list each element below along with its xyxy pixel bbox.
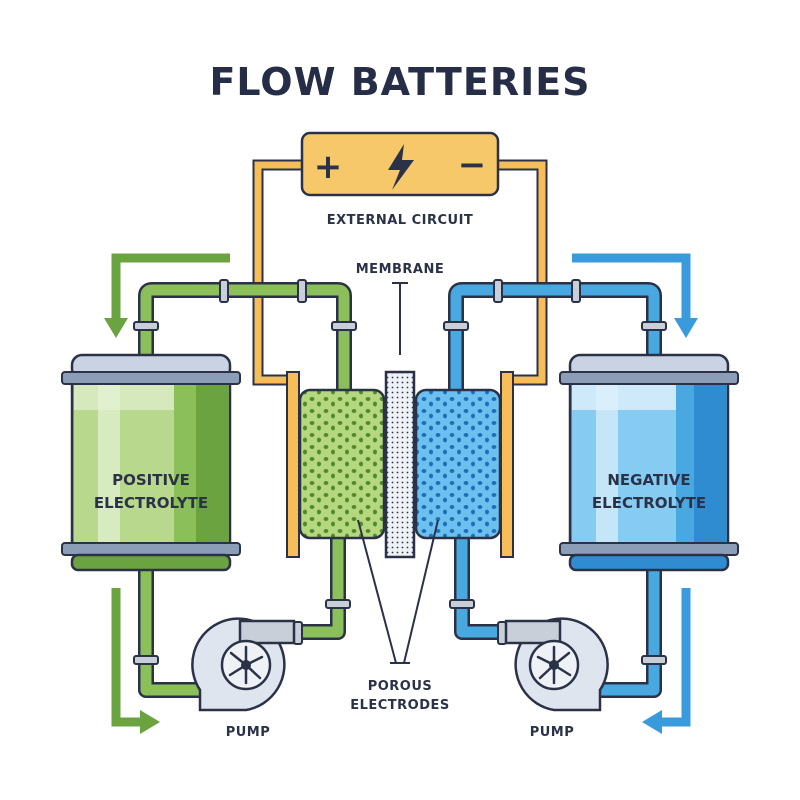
porous-electrodes-label-line1: POROUS xyxy=(368,679,433,694)
battery-plus-sign: + xyxy=(314,147,343,187)
external-circuit-wires xyxy=(252,159,548,386)
negative-pipes xyxy=(448,282,662,698)
positive-electrolyte-label-line1: POSITIVE xyxy=(112,471,190,489)
external-circuit-label: EXTERNAL CIRCUIT xyxy=(327,213,474,228)
positive-electrolyte-tank xyxy=(61,353,241,572)
battery-minus-sign: − xyxy=(458,145,487,185)
flow-arrows xyxy=(104,253,698,734)
membrane-pointer xyxy=(392,282,408,355)
pump-left-label: PUMP xyxy=(226,725,271,740)
battery: + − xyxy=(300,131,500,197)
pump-right-label: PUMP xyxy=(530,725,575,740)
membrane xyxy=(384,370,416,559)
lightning-bolt-icon xyxy=(388,144,414,190)
negative-electrolyte-label-line1: NEGATIVE xyxy=(607,471,690,489)
negative-electrolyte-label-line2: ELECTROLYTE xyxy=(592,494,706,512)
positive-electrolyte-label-line2: ELECTROLYTE xyxy=(94,494,208,512)
right-pump xyxy=(504,617,609,712)
porous-electrodes-label-line2: ELECTRODES xyxy=(350,698,450,713)
membrane-label: MEMBRANE xyxy=(356,262,445,277)
negative-porous-electrode xyxy=(414,388,502,540)
negative-electrolyte-tank xyxy=(559,353,739,572)
page-title: FLOW BATTERIES xyxy=(209,60,590,104)
positive-pipes xyxy=(138,282,352,698)
left-pump xyxy=(191,617,296,712)
positive-porous-electrode xyxy=(298,388,386,540)
pipe-joints xyxy=(133,279,667,665)
porous-electrodes-pointer xyxy=(357,519,439,664)
